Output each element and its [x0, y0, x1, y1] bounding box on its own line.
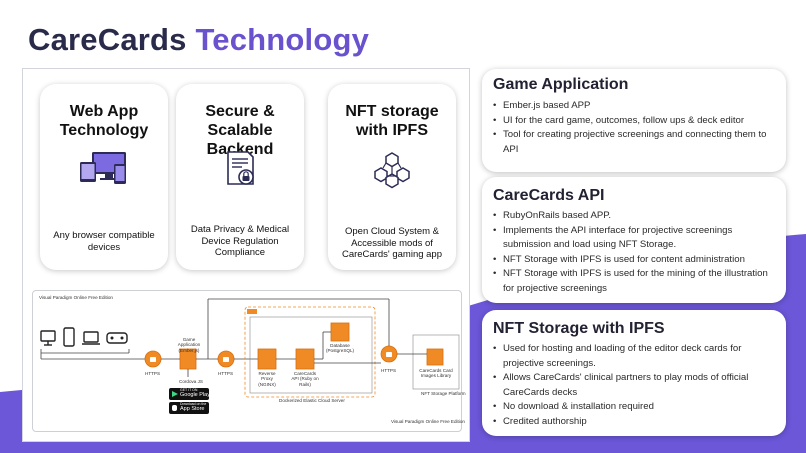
game-app-label: Game Application (Ember.js) [177, 337, 201, 353]
apple-icon [172, 405, 177, 411]
bullet-item: Credited authorship [493, 415, 778, 430]
section-nft-storage: NFT Storage with IPFS Used for hosting a… [482, 310, 786, 436]
card-description: Open Cloud System & Accessible mods of C… [341, 226, 443, 260]
bullet-item: No download & installation required [493, 400, 778, 415]
section-title: CareCards API [493, 187, 605, 204]
card-web-app: Web App Technology Any browser compatibl… [40, 84, 168, 270]
card-description: Any browser compatible devices [53, 230, 155, 253]
section-carecards-api: CareCards API RubyOnRails based APP. Imp… [482, 177, 786, 303]
bullet-item: NFT Storage with IPFS is used for conten… [493, 253, 778, 268]
bullet-item: Used for hosting and loading of the edit… [493, 342, 778, 371]
section-bullets: RubyOnRails based APP. Implements the AP… [493, 209, 778, 296]
section-bullets: Ember.js based APP UI for the card game,… [493, 99, 778, 157]
app-store-small: Download on the [180, 402, 207, 406]
google-play-label: Google Play [180, 392, 210, 398]
page-title-technology: Technology [195, 22, 370, 57]
https-label-2: HTTPS [218, 371, 234, 376]
google-play-icon [172, 391, 178, 397]
app-store-badge[interactable]: Download on the App Store [169, 402, 209, 414]
devices-icon [78, 150, 130, 191]
card-nft-storage: NFT storage with IPFS Open Cloud System … [328, 84, 456, 270]
diagram-watermark-bottom: Visual Paradigm Online Free Edition [391, 419, 465, 424]
section-title: NFT Storage with IPFS [493, 320, 665, 337]
page-title: CareCards Technology [28, 22, 369, 58]
card-title: Secure & Scalable Backend [205, 103, 275, 158]
cordova-label: Cordova JS [179, 379, 204, 384]
nft-platform-label: NFT Storage Platform [421, 391, 466, 396]
https-label-3: HTTPS [381, 368, 397, 373]
library-label: CareCards Card Images Library [419, 368, 453, 379]
api-label: CareCards API (Ruby on Rails) [291, 371, 319, 387]
card-description: Data Privacy & Medical Device Regulation… [190, 224, 290, 258]
bullet-item: UI for the card game, outcomes, follow u… [493, 114, 778, 129]
page-title-carecards: CareCards [28, 22, 187, 57]
architecture-diagram: Visual Paradigm Online Free Edition [32, 290, 466, 432]
card-title: Web App Technology [59, 103, 149, 139]
https-label-1: HTTPS [145, 371, 161, 376]
bullet-item: RubyOnRails based APP. [493, 209, 778, 224]
section-title: Game Application [493, 76, 629, 93]
app-store-label: App Store [180, 406, 205, 412]
google-play-small: GET IT ON [180, 388, 198, 392]
section-game-application: Game Application Ember.js based APP UI f… [482, 69, 786, 172]
diagram-lines [40, 298, 460, 398]
ipfs-cubes-icon [372, 150, 412, 195]
google-play-badge[interactable]: GET IT ON Google Play [169, 388, 210, 400]
bullet-item: Ember.js based APP [493, 99, 778, 114]
secure-certificate-icon [222, 150, 258, 193]
database-label: Database (PostgreSQL) [325, 343, 355, 354]
bullet-item: Implements the API interface for project… [493, 224, 778, 253]
card-title: NFT storage with IPFS [345, 103, 439, 139]
card-secure-backend: Secure & Scalable Backend Data Privacy &… [176, 84, 304, 270]
dockerized-label: Dockerized Elastic Cloud Server [279, 398, 345, 403]
diagram-watermark-top: Visual Paradigm Online Free Edition [39, 295, 113, 300]
section-bullets: Used for hosting and loading of the edit… [493, 342, 778, 429]
bullet-item: Allows CareCards' clinical partners to p… [493, 371, 778, 400]
bullet-item: NFT Storage with IPFS is used for the mi… [493, 267, 778, 296]
client-devices-icon [40, 327, 128, 347]
reverse-proxy-label: Reverse Proxy (NGINX) [258, 371, 276, 387]
bullet-item: Tool for creating projective screenings … [493, 128, 778, 157]
vpc-label: VPC [259, 308, 269, 313]
